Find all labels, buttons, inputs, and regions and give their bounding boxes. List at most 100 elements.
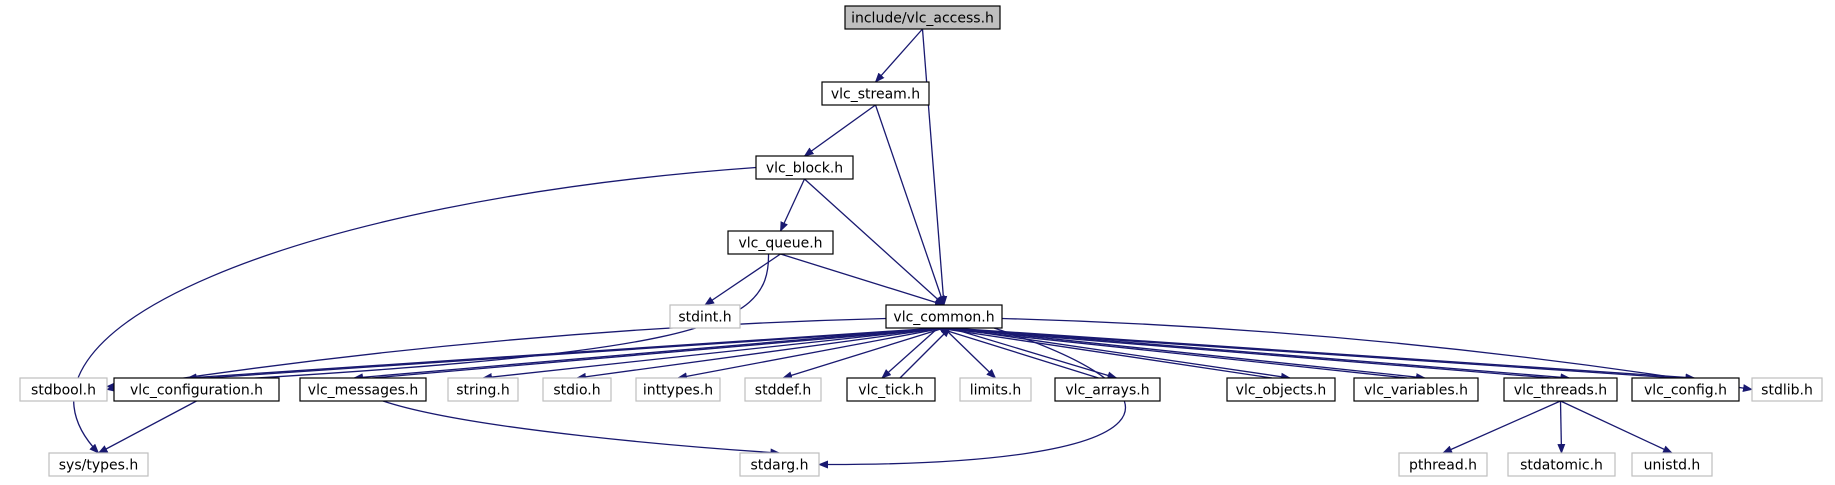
edge-vlc-common-to-vlc-configuration xyxy=(186,327,939,382)
node-box xyxy=(1631,377,1740,402)
node-label: string.h xyxy=(456,383,510,399)
node-box xyxy=(669,304,741,329)
edge-vlc-common-to-vlc-tick xyxy=(881,327,939,379)
node-label: vlc_objects.h xyxy=(1236,383,1327,399)
node-label: limits.h xyxy=(970,383,1021,399)
node-label: unistd.h xyxy=(1644,458,1701,474)
node-box xyxy=(1507,452,1616,477)
node-vlc-tick[interactable]: vlc_tick.h xyxy=(846,377,936,402)
node-label: vlc_config.h xyxy=(1644,383,1727,399)
node-vlc-objects[interactable]: vlc_objects.h xyxy=(1226,377,1336,402)
edge-vlc-common-to-vlc-objects xyxy=(949,327,1291,381)
edge-vlc-queue-to-stdbool xyxy=(106,253,770,391)
node-label: sys/types.h xyxy=(59,458,138,474)
edge-vlc-objects-to-vlc-common xyxy=(937,325,1273,379)
node-vlc-arrays[interactable]: vlc_arrays.h xyxy=(1054,377,1161,402)
node-vlc-threads[interactable]: vlc_threads.h xyxy=(1503,377,1618,402)
node-box xyxy=(755,155,854,180)
node-label: vlc_messages.h xyxy=(308,383,418,399)
edge-vlc-common-to-stdbool xyxy=(106,317,887,393)
edge-vlc-common-to-limits xyxy=(943,327,997,379)
node-box xyxy=(744,377,822,402)
node-box xyxy=(1631,452,1713,477)
node-box xyxy=(19,377,108,402)
node-box xyxy=(739,452,820,477)
edge-vlc-messages-to-stdarg xyxy=(382,400,781,457)
node-stdint: stdint.h xyxy=(669,304,741,329)
node-vlc-queue[interactable]: vlc_queue.h xyxy=(727,230,834,255)
edge-vlc-configuration-to-sys-types xyxy=(97,400,197,454)
edge-vlc-common-to-stddef xyxy=(782,327,945,380)
node-label: stdio.h xyxy=(553,383,600,399)
node-label: vlc_variables.h xyxy=(1364,383,1468,399)
node-box xyxy=(1353,377,1479,402)
edge-vlc-configuration-to-vlc-common xyxy=(205,324,951,379)
node-label: vlc_queue.h xyxy=(738,236,822,252)
node-label: stdint.h xyxy=(678,310,731,326)
node-sys-types: sys/types.h xyxy=(48,452,149,477)
edge-vlc-common-to-vlc-arrays xyxy=(949,327,1118,380)
node-stdbool: stdbool.h xyxy=(19,377,108,402)
node-vlc-common[interactable]: vlc_common.h xyxy=(885,304,1003,329)
edge-vlc-queue-to-stdint xyxy=(704,253,781,306)
edge-vlc-config-to-vlc-common xyxy=(937,324,1677,379)
node-stdlib: stdlib.h xyxy=(1751,377,1823,402)
edge-vlc-block-to-vlc-common xyxy=(804,178,945,306)
edge-vlc-threads-to-pthread xyxy=(1442,400,1561,454)
node-label: stdarg.h xyxy=(751,458,809,474)
node-vlc-variables[interactable]: vlc_variables.h xyxy=(1353,377,1479,402)
node-box xyxy=(821,81,930,106)
edge-vlc-access-to-vlc-stream xyxy=(874,28,923,83)
node-box xyxy=(1226,377,1336,402)
node-label: include/vlc_access.h xyxy=(851,11,994,27)
node-label: vlc_tick.h xyxy=(858,383,923,399)
node-box xyxy=(113,377,280,402)
node-box xyxy=(1054,377,1161,402)
node-label: vlc_threads.h xyxy=(1514,383,1607,399)
node-box xyxy=(844,5,1001,30)
node-box xyxy=(1398,452,1488,477)
node-vlc-access[interactable]: include/vlc_access.h xyxy=(844,5,1001,30)
node-label: stdbool.h xyxy=(31,383,96,399)
node-label: stddef.h xyxy=(755,383,811,399)
edge-vlc-common-to-inttypes xyxy=(677,327,945,381)
node-box xyxy=(846,377,936,402)
node-vlc-messages[interactable]: vlc_messages.h xyxy=(299,377,427,402)
node-stddef: stddef.h xyxy=(744,377,822,402)
node-pthread: pthread.h xyxy=(1398,452,1488,477)
node-stdio: stdio.h xyxy=(542,377,612,402)
node-vlc-config[interactable]: vlc_config.h xyxy=(1631,377,1740,402)
edge-vlc-threads-to-unistd xyxy=(1560,400,1673,454)
node-stdarg: stdarg.h xyxy=(739,452,820,477)
nodes-layer: include/vlc_access.h vlc_stream.h vlc_bloc… xyxy=(19,5,1823,477)
node-label: stdlib.h xyxy=(1761,383,1813,399)
node-vlc-stream[interactable]: vlc_stream.h xyxy=(821,81,930,106)
edges-layer xyxy=(73,28,1753,469)
edge-vlc-common-to-stdlib xyxy=(1001,317,1753,393)
edge-vlc-messages-to-vlc-common xyxy=(371,324,951,379)
node-box xyxy=(1751,377,1823,402)
node-box xyxy=(299,377,427,402)
node-vlc-block[interactable]: vlc_block.h xyxy=(755,155,854,180)
edge-vlc-tick-to-vlc-common xyxy=(899,327,951,379)
node-label: pthread.h xyxy=(1409,458,1477,474)
node-string: string.h xyxy=(447,377,519,402)
edge-vlc-queue-to-vlc-common xyxy=(780,253,945,307)
node-label: inttypes.h xyxy=(643,383,713,399)
node-inttypes: inttypes.h xyxy=(635,377,721,402)
node-box xyxy=(635,377,721,402)
edge-vlc-stream-to-vlc-block xyxy=(803,104,876,157)
node-vlc-configuration[interactable]: vlc_configuration.h xyxy=(113,377,280,402)
edge-vlc-common-to-vlc-config xyxy=(949,327,1696,382)
node-stdatomic: stdatomic.h xyxy=(1507,452,1616,477)
edge-vlc-block-to-vlc-queue xyxy=(779,178,806,232)
node-label: vlc_block.h xyxy=(766,161,843,177)
node-label: vlc_stream.h xyxy=(831,87,920,103)
edge-vlc-stream-to-vlc-common xyxy=(874,104,945,306)
edge-vlc-arrays-to-vlc-common xyxy=(937,326,1099,379)
node-label: stdatomic.h xyxy=(1520,458,1603,474)
node-unistd: unistd.h xyxy=(1631,452,1713,477)
node-label: vlc_arrays.h xyxy=(1065,383,1149,399)
edge-vlc-common-to-vlc-messages xyxy=(353,327,939,382)
